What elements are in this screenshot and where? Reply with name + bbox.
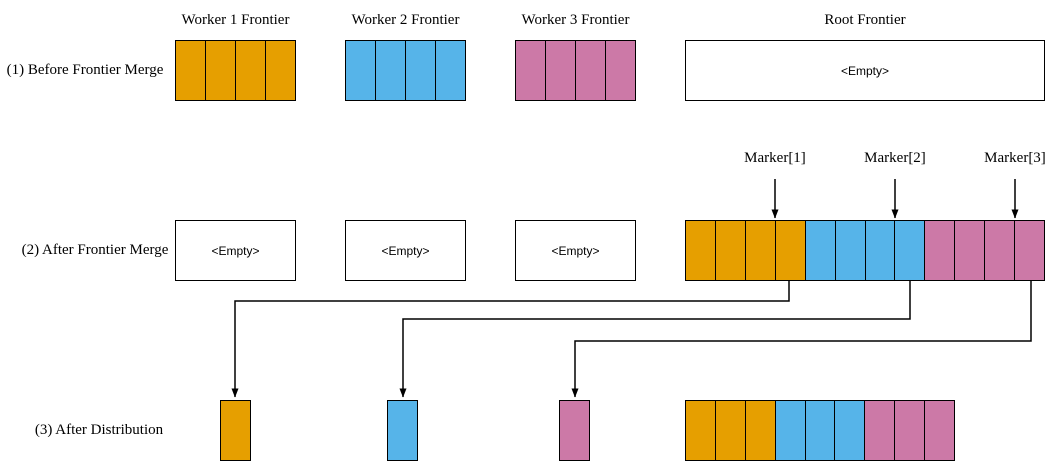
- root-frontier-after-distribution: [685, 400, 955, 461]
- marker2-label: Marker[2]: [864, 150, 926, 166]
- orange-cell: [205, 41, 235, 100]
- marker1-label: Marker[1]: [744, 150, 806, 166]
- orange-cell: [221, 401, 250, 460]
- blue-cell: [804, 221, 835, 280]
- row1-label: (1) Before Frontier Merge: [6, 62, 164, 78]
- worker3-frontier-after-distribution: [559, 400, 590, 461]
- blue-cell: [834, 221, 865, 280]
- blue-cell: [774, 401, 805, 460]
- row3-label: (3) After Distribution: [34, 422, 164, 438]
- distribute-worker3-connector: [571, 281, 1032, 398]
- pink-cell: [924, 401, 955, 460]
- orange-cell: [686, 401, 715, 460]
- orange-cell: [714, 221, 745, 280]
- blue-cell: [346, 41, 375, 100]
- distribute-worker1-connector: [231, 281, 790, 398]
- worker2-frontier-before: [345, 40, 466, 101]
- root-frontier-merged: [685, 220, 1045, 281]
- worker1-frontier-after-merge: <Empty>: [175, 220, 296, 281]
- worker2-empty-text: <Empty>: [381, 243, 430, 258]
- pink-cell: [516, 41, 545, 100]
- blue-cell: [834, 401, 865, 460]
- worker3-frontier-title: Worker 3 Frontier: [521, 12, 630, 28]
- worker3-frontier-before: [515, 40, 636, 101]
- worker2-frontier-after-merge: <Empty>: [345, 220, 466, 281]
- blue-cell: [804, 401, 835, 460]
- worker1-frontier-before: [175, 40, 296, 101]
- orange-cell: [744, 401, 775, 460]
- pink-cell: [605, 41, 635, 100]
- worker2-frontier-title: Worker 2 Frontier: [351, 12, 460, 28]
- pink-cell: [575, 41, 605, 100]
- root-frontier-title: Root Frontier: [824, 12, 906, 28]
- worker1-frontier-title: Worker 1 Frontier: [181, 12, 290, 28]
- blue-cell: [864, 221, 895, 280]
- orange-cell: [686, 221, 715, 280]
- pink-cell: [545, 41, 575, 100]
- blue-cell: [435, 41, 465, 100]
- pink-cell: [894, 401, 925, 460]
- root-empty-text: <Empty>: [840, 63, 890, 78]
- blue-cell: [375, 41, 405, 100]
- worker3-frontier-after-merge: <Empty>: [515, 220, 636, 281]
- pink-cell: [560, 401, 589, 460]
- pink-cell: [984, 221, 1015, 280]
- row2-label: (2) After Frontier Merge: [21, 242, 169, 258]
- orange-cell: [176, 41, 205, 100]
- worker3-empty-text: <Empty>: [551, 243, 600, 258]
- worker1-empty-text: <Empty>: [211, 243, 260, 258]
- pink-cell: [864, 401, 895, 460]
- marker3-label: Marker[3]: [984, 150, 1046, 166]
- worker2-frontier-after-distribution: [387, 400, 418, 461]
- orange-cell: [714, 401, 745, 460]
- pink-cell: [924, 221, 955, 280]
- orange-cell: [265, 41, 295, 100]
- worker1-frontier-after-distribution: [220, 400, 251, 461]
- orange-cell: [744, 221, 775, 280]
- pink-cell: [1014, 221, 1045, 280]
- orange-cell: [774, 221, 805, 280]
- blue-cell: [405, 41, 435, 100]
- blue-cell: [894, 221, 925, 280]
- blue-cell: [388, 401, 417, 460]
- root-frontier-before: <Empty>: [685, 40, 1045, 101]
- orange-cell: [235, 41, 265, 100]
- distribute-worker2-connector: [399, 281, 911, 398]
- pink-cell: [954, 221, 985, 280]
